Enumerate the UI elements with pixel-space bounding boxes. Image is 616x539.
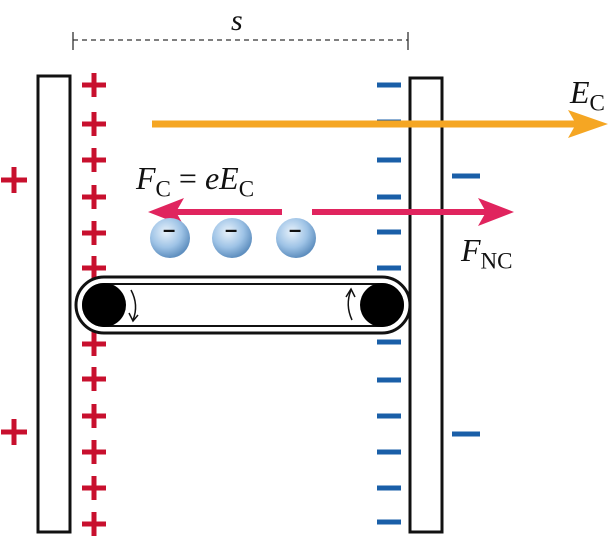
plus-icon xyxy=(82,367,106,391)
plus-icon xyxy=(82,256,106,280)
minus-icon xyxy=(377,157,401,163)
minus-icon xyxy=(377,229,401,235)
right-pulley xyxy=(360,283,404,327)
plus-icon xyxy=(82,73,106,97)
field-symbol: E xyxy=(570,74,590,110)
minus-icon xyxy=(377,194,401,200)
minus-icon xyxy=(377,413,401,419)
nc-force-label: FNC xyxy=(461,234,513,272)
outer-plate-charges xyxy=(1,167,480,445)
coulomb-force-charge: e xyxy=(204,160,220,196)
coulomb-force-symbol: F xyxy=(136,160,156,196)
coulomb-force-subscript: C xyxy=(155,175,171,202)
plus-icon xyxy=(82,332,106,356)
coulomb-force-field-subscript: C xyxy=(238,175,255,202)
plus-icon xyxy=(82,512,106,536)
field-arrow xyxy=(152,110,608,138)
nc-force-symbol: F xyxy=(461,232,481,268)
positive-charges xyxy=(82,73,106,536)
minus-icon xyxy=(377,485,401,491)
plus-icon xyxy=(82,221,106,245)
field-label: EC xyxy=(570,76,605,114)
left-plate xyxy=(36,74,72,534)
electron-2: – xyxy=(212,217,252,258)
svg-text:–: – xyxy=(163,217,175,242)
nc-force-arrow xyxy=(312,198,514,226)
minus-icon xyxy=(377,377,401,383)
minus-icon xyxy=(377,339,401,345)
electron-3: – xyxy=(276,217,316,258)
electron-1: – xyxy=(150,217,190,258)
plus-icon xyxy=(1,419,27,445)
separation-dimension xyxy=(72,32,409,50)
right-plate xyxy=(408,76,444,534)
nc-force-subscript: NC xyxy=(480,247,513,274)
field-subscript: C xyxy=(589,89,605,116)
svg-text:–: – xyxy=(225,217,237,242)
plus-icon xyxy=(1,167,27,193)
left-pulley xyxy=(82,283,126,327)
plus-icon xyxy=(82,440,106,464)
svg-text:–: – xyxy=(289,217,301,242)
minus-icon xyxy=(377,265,401,271)
plus-icon xyxy=(82,112,106,136)
minus-icon xyxy=(452,431,480,437)
plus-icon xyxy=(82,148,106,172)
coulomb-force-field-symbol: E xyxy=(219,160,239,196)
coulomb-force-equals: = xyxy=(170,160,205,196)
minus-icon xyxy=(377,449,401,455)
curved-arrow-icon xyxy=(128,287,356,323)
minus-icon xyxy=(452,173,480,179)
minus-icon xyxy=(377,519,401,525)
separation-label: s xyxy=(231,4,243,37)
coulomb-force-label: FC = eEC xyxy=(136,162,254,200)
plus-icon xyxy=(82,404,106,428)
conveyor-belt xyxy=(74,275,412,335)
plus-icon xyxy=(82,185,106,209)
plus-icon xyxy=(82,476,106,500)
minus-icon xyxy=(377,82,401,88)
